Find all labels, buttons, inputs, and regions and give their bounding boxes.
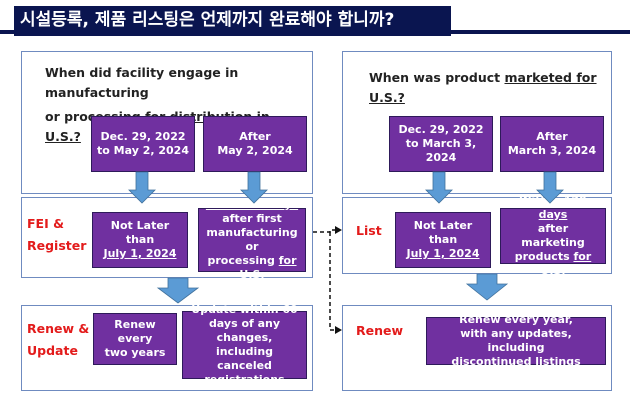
left-option-b: After May 2, 2024 (203, 116, 307, 172)
renew-update-label-line1: Renew & (27, 321, 90, 336)
title-bar: 시설등록, 제품 리스팅은 언제까지 완료해야 합니까? (0, 0, 630, 38)
left-result-b-line4-prefix: processing (207, 254, 279, 267)
left-renew-a: Renew every two years (93, 313, 177, 365)
renew-update-label: Renew & Update (27, 318, 89, 362)
left-result-b-line2: after first (222, 212, 282, 225)
dashed-connector-list-head (335, 226, 342, 234)
right-result-b: Within 120 days after marketing products… (500, 194, 606, 277)
left-question-line1: When did facility engage in manufacturin… (45, 65, 239, 100)
left-option-a-line2: to May 2, 2024 (97, 144, 189, 157)
renew-update-label-line2: Update (27, 343, 78, 358)
left-renew-a-line2: two years (104, 346, 166, 359)
left-renew-b-line1: Update within 60 (191, 303, 298, 316)
right-option-b-line2: March 3, 2024 (507, 144, 597, 157)
right-result-a-line2: July 1, 2024 (406, 247, 480, 260)
arrow-right-renew (465, 273, 509, 301)
arrow-left-renew (156, 277, 200, 304)
right-result-a-line1: Not Later than (413, 219, 473, 246)
left-option-b-line1: After (239, 130, 271, 143)
left-renew-b-line4: registrations (204, 373, 285, 386)
right-result-b-line2: after marketing (521, 222, 585, 249)
right-renew-line1: Renew every year, (459, 313, 573, 326)
arrow-right-b (536, 171, 564, 204)
left-renew-a-line1: Renew every (114, 318, 156, 345)
left-renew-b: Update within 60 days of any changes, in… (182, 303, 307, 386)
register-label-line2: Register (27, 238, 87, 253)
right-option-b-line1: After (536, 130, 568, 143)
left-option-a: Dec. 29, 2022 to May 2, 2024 (91, 116, 195, 172)
register-label: FEI & Register (27, 213, 86, 257)
right-renew-line2: with any updates, including (460, 327, 572, 354)
right-renew-line3: discontinued listings (451, 355, 581, 368)
left-result-b-line1: Within 60 days (205, 198, 299, 211)
right-option-a: Dec. 29, 2022 to March 3, 2024 (389, 116, 493, 172)
title-block (14, 6, 451, 36)
right-question-underlined: marketed for U.S.? (369, 70, 597, 105)
left-option-b-line2: May 2, 2024 (217, 144, 293, 157)
left-result-b-line3: manufacturing or (206, 226, 298, 253)
right-question: When was product marketed for U.S.? (369, 68, 609, 108)
arrow-right-a (425, 171, 453, 204)
dashed-connector-list (313, 229, 337, 233)
right-result-b-line3-underlined: for U.S. (540, 250, 592, 277)
left-result-a: Not Later than July 1, 2024 (92, 212, 188, 268)
page-title: 시설등록, 제품 리스팅은 언제까지 완료해야 합니까? (20, 10, 395, 30)
renew-label: Renew (356, 323, 404, 338)
left-result-b: Within 60 days after first manufacturing… (198, 198, 306, 281)
right-result-b-line3-prefix: products (514, 250, 574, 263)
dashed-connector-renew (329, 232, 337, 331)
left-result-b-line4-underlined: for U.S. (239, 254, 297, 281)
list-label: List (356, 223, 382, 238)
left-result-a-line1: Not Later than (110, 219, 170, 246)
arrow-left-b (240, 171, 268, 204)
right-renew-box-purple: Renew every year, with any updates, incl… (426, 313, 606, 368)
left-renew-b-line2: days of any changes, (208, 317, 281, 344)
right-option-a-line1: Dec. 29, 2022 (398, 123, 484, 136)
dashed-connector-renew-head (335, 326, 342, 334)
right-option-a-line2: to March 3, 2024 (405, 137, 477, 164)
arrow-left-a (128, 171, 156, 204)
right-result-a: Not Later than July 1, 2024 (395, 212, 491, 268)
left-result-b-line4: processing for U.S. (203, 254, 301, 282)
register-label-line1: FEI & (27, 216, 64, 231)
right-option-b: After March 3, 2024 (500, 116, 604, 172)
right-question-prefix: When was product (369, 70, 505, 85)
left-result-a-line2: July 1, 2024 (103, 247, 177, 260)
right-result-b-line3: products for U.S. (505, 250, 601, 278)
left-option-a-line1: Dec. 29, 2022 (100, 130, 186, 143)
left-renew-b-line3: including canceled (215, 345, 274, 372)
